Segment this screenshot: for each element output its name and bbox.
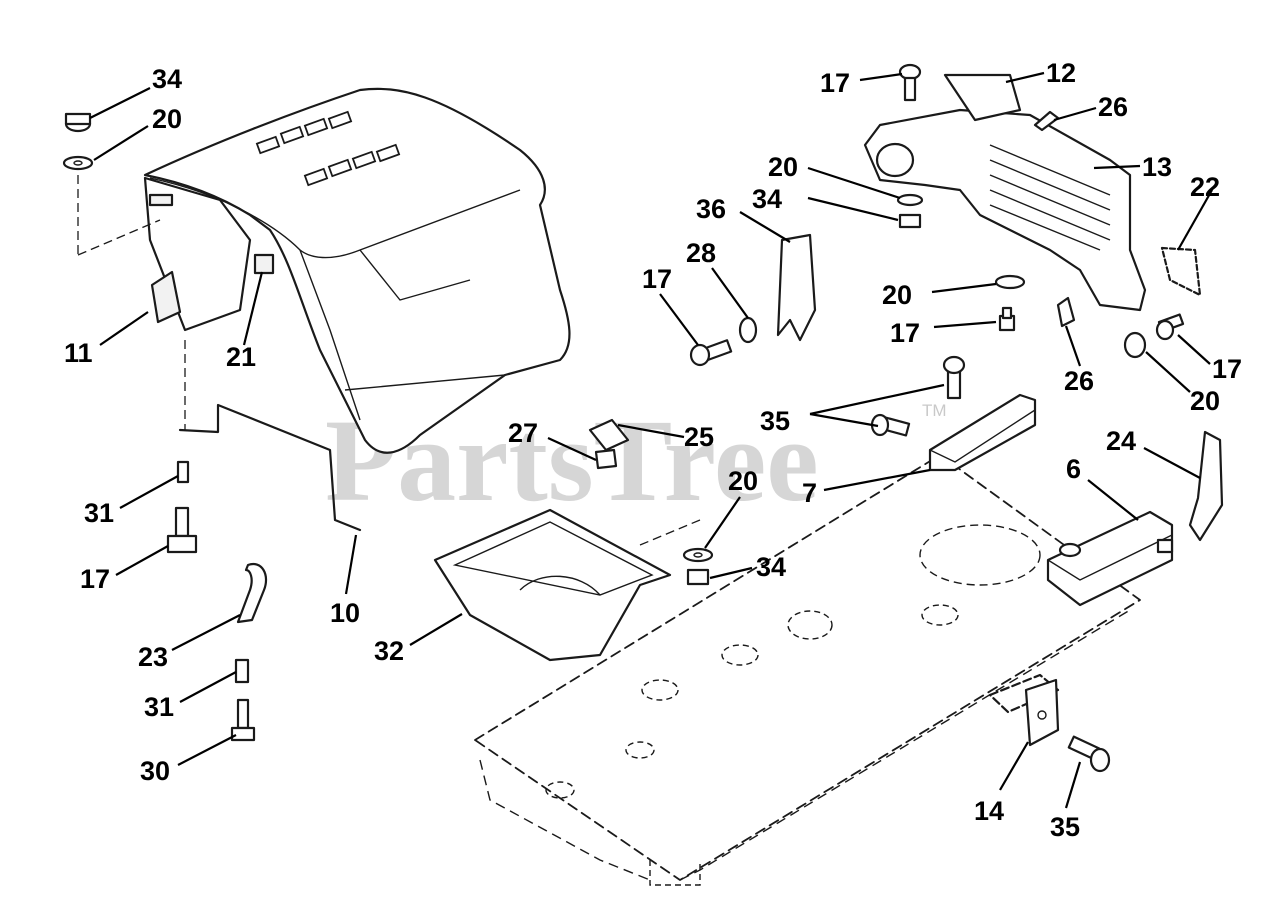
callout-11: 11	[64, 338, 93, 368]
callout-20: 20	[1190, 386, 1220, 416]
callout-27: 27	[508, 418, 538, 448]
part-6-bracket	[1046, 510, 1174, 607]
callout-17: 17	[1212, 354, 1242, 384]
callout-7: 7	[802, 478, 817, 508]
washer-20-mid	[994, 274, 1026, 290]
part-11-bumper	[150, 270, 182, 324]
leader-lines	[89, 71, 1213, 809]
panel-washer-nut	[896, 193, 924, 229]
part-26-clip-top	[1033, 110, 1060, 132]
callout-30: 30	[140, 756, 170, 786]
bolt-17-mid-right	[998, 306, 1016, 332]
callout-24: 24	[1106, 426, 1136, 456]
callout-13: 13	[1142, 152, 1172, 182]
callout-17: 17	[80, 564, 110, 594]
part-13-dash-panel	[863, 108, 1147, 312]
callout-6: 6	[1066, 454, 1081, 484]
callout-31: 31	[144, 692, 174, 722]
callout-20: 20	[728, 466, 758, 496]
part-36-bracket	[776, 233, 817, 342]
callout-10: 10	[330, 598, 360, 628]
part-17-bolt-mid	[689, 339, 733, 367]
bolt-17-right	[1155, 313, 1185, 341]
callout-26: 26	[1064, 366, 1094, 396]
hood	[143, 87, 571, 454]
callout-36: 36	[696, 194, 726, 224]
part-14-bracket	[988, 673, 1060, 747]
callout-26: 26	[1098, 92, 1128, 122]
callout-28: 28	[686, 238, 716, 268]
part-35-bolts-upper	[870, 355, 966, 437]
tractor-frame	[474, 454, 1141, 886]
watermark-tm: TM	[922, 401, 947, 420]
part-30-bolt	[230, 698, 256, 742]
part-10-hood-rod	[176, 340, 362, 532]
callout-17: 17	[820, 68, 850, 98]
center-washer-nut	[682, 547, 714, 586]
callout-34: 34	[152, 64, 182, 94]
callout-14: 14	[974, 796, 1004, 826]
part-24-bracket	[1188, 430, 1224, 542]
callout-32: 32	[374, 636, 404, 666]
callout-34: 34	[752, 184, 782, 214]
callout-17: 17	[890, 318, 920, 348]
part-22-decal	[1160, 246, 1202, 297]
callout-23: 23	[138, 642, 168, 672]
part-31-spacer	[234, 658, 250, 684]
part-32-tray	[433, 508, 701, 662]
callout-31: 31	[84, 498, 114, 528]
callout-12: 12	[1046, 58, 1076, 88]
callout-34: 34	[756, 552, 786, 582]
callout-20: 20	[882, 280, 912, 310]
callout-21: 21	[226, 342, 256, 372]
callout-25: 25	[684, 422, 714, 452]
part-26-clip-bottom	[1056, 296, 1076, 328]
callout-35: 35	[760, 406, 790, 436]
callout-20: 20	[768, 152, 798, 182]
part-17-bolt-top	[898, 63, 922, 102]
hood-nut-washer	[62, 112, 161, 256]
washer-20-right	[1123, 331, 1147, 359]
callout-35: 35	[1050, 812, 1080, 842]
callout-labels: 34 20 11 21 31 17 10 23 31 30 32 27 25 2…	[64, 58, 1242, 842]
part-35-bolt-lower	[1067, 735, 1111, 773]
callout-22: 22	[1190, 172, 1220, 202]
part-28-washer	[738, 316, 758, 344]
part-25-27-clip	[588, 418, 630, 470]
part-17-bolt-left	[166, 506, 198, 554]
part-12-plate	[943, 73, 1022, 122]
callout-17: 17	[642, 264, 672, 294]
callout-20: 20	[152, 104, 182, 134]
part-23-clip	[236, 562, 268, 624]
